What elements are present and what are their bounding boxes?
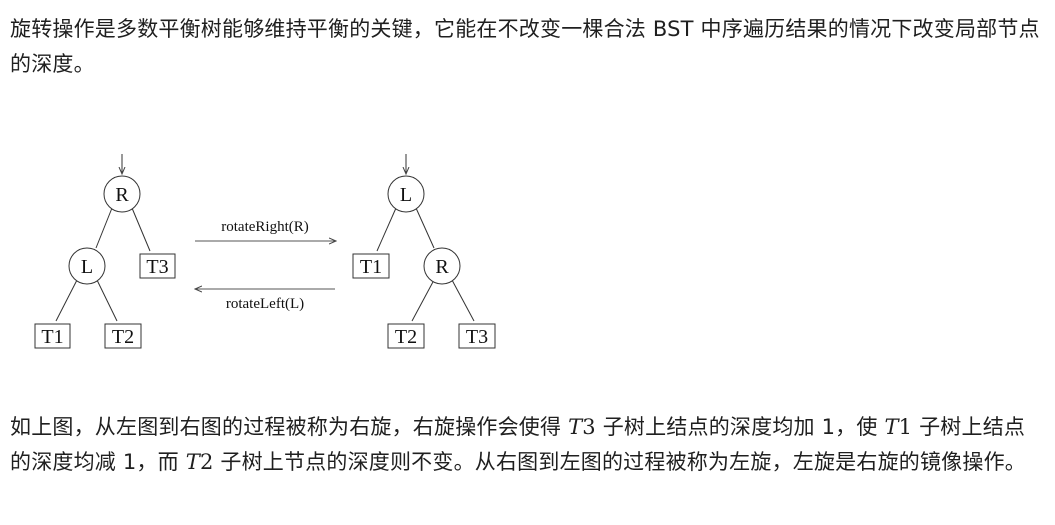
- subtree-box: T1: [352, 253, 390, 279]
- edge: [376, 207, 397, 252]
- subtree-box: T2: [387, 323, 425, 349]
- math-symbol: T: [185, 450, 200, 474]
- subtree-box: T2: [104, 323, 142, 349]
- subtree-label: T3: [466, 326, 488, 348]
- edge: [451, 279, 475, 322]
- rotation-diagram: R L T3 T1 T2 rotateRight(R) rotateLeft(L…: [34, 154, 496, 349]
- node-label: L: [400, 184, 412, 206]
- edge: [96, 279, 118, 322]
- intro-paragraph: 旋转操作是多数平衡树能够维持平衡的关键，它能在不改变一棵合法 BST 中序遍历结…: [10, 17, 1040, 76]
- math-symbol: T: [568, 415, 583, 439]
- text-run: 子树上结点的深度均加 1，使: [595, 415, 885, 439]
- subtree-box: T3: [458, 323, 496, 349]
- math-number: 1: [898, 415, 913, 439]
- node-label: R: [435, 256, 449, 278]
- node-label: R: [115, 184, 129, 206]
- math-var-t2: T2: [186, 450, 214, 474]
- subtree-label: T1: [360, 256, 382, 278]
- tree-node-root: L: [387, 175, 425, 213]
- math-number: 2: [199, 450, 214, 474]
- subtree-label: T1: [41, 326, 63, 348]
- math-var-t1: T1: [884, 415, 912, 439]
- math-symbol: T: [884, 415, 899, 439]
- text-run: 子树上结点的深度均减 1，而: [10, 415, 1026, 474]
- rotate-left-label: rotateLeft(L): [226, 296, 304, 312]
- text-run: 如上图，从左图到右图的过程被称为右旋，右旋操作会使得: [10, 415, 569, 439]
- tree-node-child: L: [68, 247, 106, 285]
- edge: [415, 207, 435, 249]
- edge: [131, 207, 151, 252]
- edge: [411, 279, 435, 322]
- left-tree: R L T3 T1 T2: [34, 154, 176, 349]
- subtree-label: T2: [395, 326, 417, 348]
- subtree-label: T3: [146, 256, 168, 278]
- node-label: L: [81, 256, 93, 278]
- subtree-box: T3: [139, 253, 176, 279]
- explanation-paragraph: 如上图，从左图到右图的过程被称为右旋，右旋操作会使得 T3 子树上结点的深度均加…: [10, 410, 1040, 480]
- subtree-label: T2: [112, 326, 134, 348]
- subtree-box: T1: [34, 323, 71, 349]
- edge: [95, 207, 113, 249]
- math-number: 3: [582, 415, 596, 439]
- math-var-t3: T3: [568, 415, 596, 439]
- text-run: 子树上节点的深度则不变。从右图到左图的过程被称为左旋，左旋是右旋的镜像操作。: [213, 450, 1026, 474]
- tree-node-child: R: [423, 247, 461, 285]
- rotation-arrows: rotateRight(R) rotateLeft(L): [195, 219, 336, 312]
- edge: [55, 279, 78, 322]
- rotate-right-label: rotateRight(R): [221, 219, 308, 235]
- right-tree: L T1 R T2 T3: [352, 154, 496, 349]
- tree-node-root: R: [103, 175, 141, 213]
